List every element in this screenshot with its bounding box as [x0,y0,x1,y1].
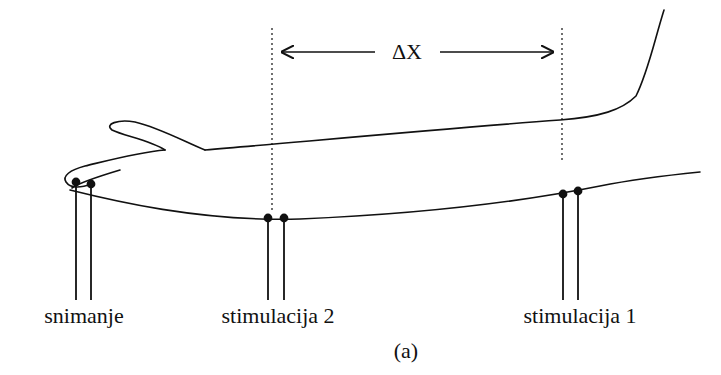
stimulation-electrodes [265,215,288,301]
reference-line [271,28,272,212]
arm-outline [70,172,700,219]
hand-outline [65,150,165,187]
hand-outline [72,170,120,188]
electrode-label: stimulacija 1 [521,305,638,327]
stimulation-electrodes [560,188,582,301]
figure-tag: (a) [392,340,420,362]
dimension-label: ΔX [390,41,424,63]
electrode-label: snimanje [42,305,125,327]
hand-outline [110,121,205,150]
recording-electrodes [73,179,95,301]
dimension-arrow [282,51,375,53]
reference-line [561,28,562,160]
arm-outline [205,10,664,150]
dimension-arrow [440,51,553,53]
electrode-label: stimulacija 2 [219,305,336,327]
